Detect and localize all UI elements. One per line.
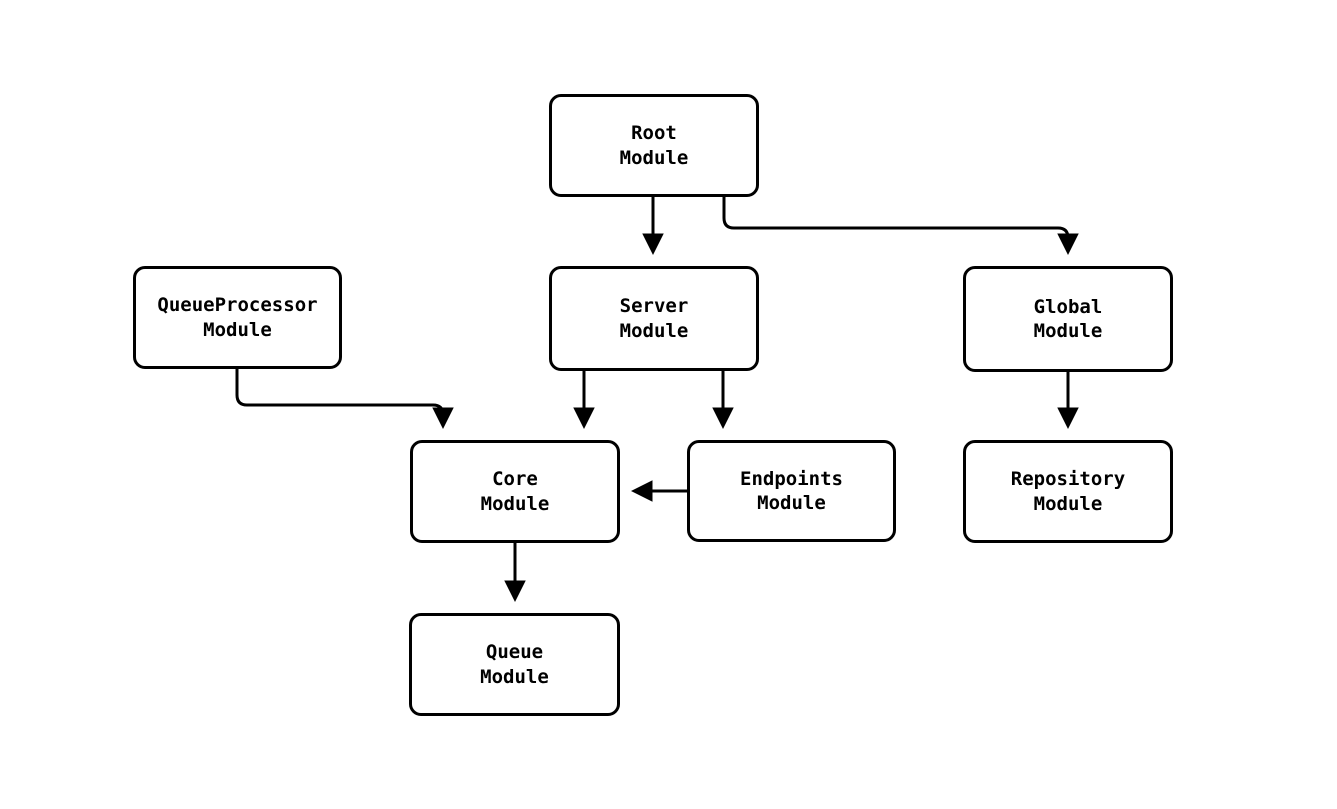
node-root-module[interactable]: Root Module bbox=[549, 94, 759, 197]
edge-queueprocessor-to-core bbox=[235, 369, 454, 430]
node-queueprocessor-module-label: QueueProcessor Module bbox=[157, 294, 318, 341]
node-global-module-label: Global Module bbox=[1033, 295, 1103, 342]
node-server-module[interactable]: Server Module bbox=[549, 266, 759, 371]
node-global-module[interactable]: Global Module bbox=[963, 266, 1173, 372]
node-core-module[interactable]: Core Module bbox=[410, 440, 620, 543]
edge-root-to-global bbox=[722, 197, 1079, 256]
node-endpoints-module-label: Endpoints Module bbox=[740, 467, 843, 514]
node-repository-module[interactable]: Repository Module bbox=[963, 440, 1173, 543]
node-repository-module-label: Repository Module bbox=[1010, 468, 1126, 515]
node-queue-module[interactable]: Queue Module bbox=[409, 613, 620, 716]
node-queue-module-label: Queue Module bbox=[480, 641, 549, 688]
node-core-module-label: Core Module bbox=[480, 468, 550, 515]
node-queueprocessor-module[interactable]: QueueProcessor Module bbox=[133, 266, 342, 369]
node-endpoints-module[interactable]: Endpoints Module bbox=[687, 440, 896, 542]
node-server-module-label: Server Module bbox=[619, 295, 689, 342]
node-root-module-label: Root Module bbox=[619, 122, 689, 169]
